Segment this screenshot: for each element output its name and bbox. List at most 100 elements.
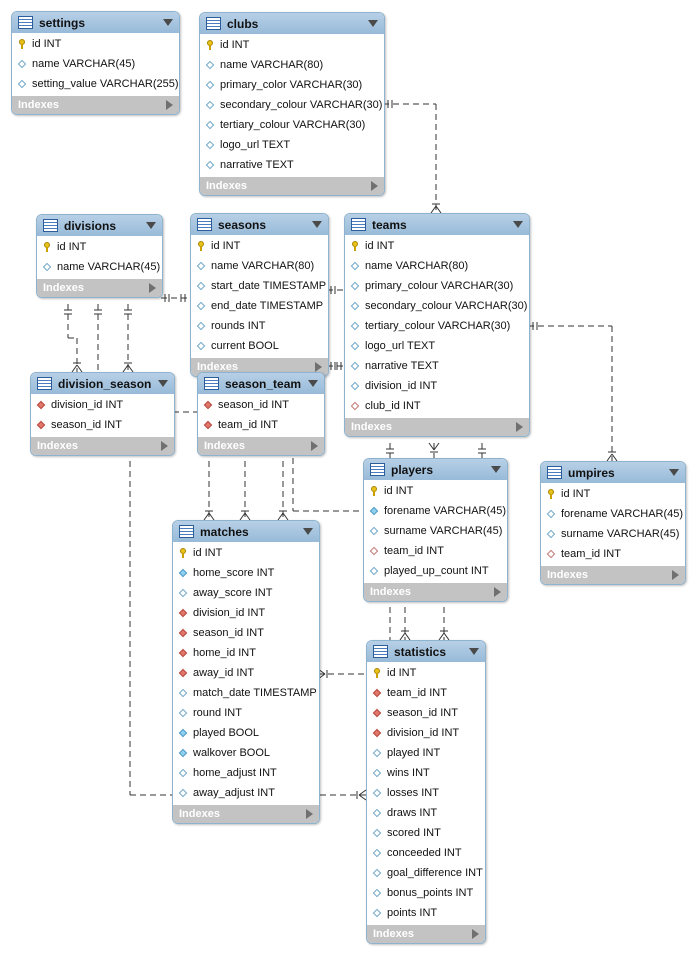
table-header[interactable]: division_season xyxy=(31,373,174,394)
table-header[interactable]: statistics xyxy=(367,641,485,662)
column-row[interactable]: forename VARCHAR(45) xyxy=(364,501,507,521)
column-row[interactable]: losses INT xyxy=(367,783,485,803)
expand-arrow-icon[interactable] xyxy=(149,283,156,293)
expand-arrow-icon[interactable] xyxy=(161,441,168,451)
column-row[interactable]: division_id INT xyxy=(31,395,174,415)
indexes-footer[interactable]: Indexes xyxy=(198,437,324,455)
column-row[interactable]: played BOOL xyxy=(173,723,319,743)
column-row[interactable]: draws INT xyxy=(367,803,485,823)
column-row[interactable]: club_id INT xyxy=(345,396,529,416)
column-row[interactable]: goal_difference INT xyxy=(367,863,485,883)
column-row[interactable]: id INT xyxy=(12,34,179,54)
expand-arrow-icon[interactable] xyxy=(516,422,523,432)
expand-arrow-icon[interactable] xyxy=(371,181,378,191)
table-header[interactable]: matches xyxy=(173,521,319,542)
column-row[interactable]: away_adjust INT xyxy=(173,783,319,803)
column-row[interactable]: end_date TIMESTAMP xyxy=(191,296,328,316)
expand-arrow-icon[interactable] xyxy=(166,100,173,110)
indexes-footer[interactable]: Indexes xyxy=(37,279,162,297)
collapse-arrow-icon[interactable] xyxy=(669,469,679,476)
column-row[interactable]: played_up_count INT xyxy=(364,561,507,581)
collapse-arrow-icon[interactable] xyxy=(312,221,322,228)
column-row[interactable]: surname VARCHAR(45) xyxy=(541,524,685,544)
column-row[interactable]: division_id INT xyxy=(345,376,529,396)
table-header[interactable]: umpires xyxy=(541,462,685,483)
column-row[interactable]: rounds INT xyxy=(191,316,328,336)
expand-arrow-icon[interactable] xyxy=(306,809,313,819)
expand-arrow-icon[interactable] xyxy=(472,929,479,939)
column-row[interactable]: id INT xyxy=(367,663,485,683)
column-row[interactable]: id INT xyxy=(345,236,529,256)
column-row[interactable]: match_date TIMESTAMP xyxy=(173,683,319,703)
table-header[interactable]: settings xyxy=(12,12,179,33)
column-row[interactable]: name VARCHAR(45) xyxy=(37,257,162,277)
indexes-footer[interactable]: Indexes xyxy=(200,177,384,195)
indexes-footer[interactable]: Indexes xyxy=(31,437,174,455)
column-row[interactable]: primary_colour VARCHAR(30) xyxy=(345,276,529,296)
column-row[interactable]: name VARCHAR(80) xyxy=(345,256,529,276)
table-header[interactable]: teams xyxy=(345,214,529,235)
column-row[interactable]: away_score INT xyxy=(173,583,319,603)
indexes-footer[interactable]: Indexes xyxy=(173,805,319,823)
column-row[interactable]: away_id INT xyxy=(173,663,319,683)
column-row[interactable]: logo_url TEXT xyxy=(345,336,529,356)
column-row[interactable]: setting_value VARCHAR(255) xyxy=(12,74,179,94)
column-row[interactable]: name VARCHAR(80) xyxy=(200,55,384,75)
indexes-footer[interactable]: Indexes xyxy=(367,925,485,943)
column-row[interactable]: season_id INT xyxy=(173,623,319,643)
column-row[interactable]: id INT xyxy=(364,481,507,501)
expand-arrow-icon[interactable] xyxy=(494,587,501,597)
indexes-footer[interactable]: Indexes xyxy=(364,583,507,601)
column-row[interactable]: points INT xyxy=(367,903,485,923)
column-row[interactable]: round INT xyxy=(173,703,319,723)
collapse-arrow-icon[interactable] xyxy=(163,19,173,26)
indexes-footer[interactable]: Indexes xyxy=(541,566,685,584)
column-row[interactable]: id INT xyxy=(191,236,328,256)
column-row[interactable]: secondary_colour VARCHAR(30) xyxy=(200,95,384,115)
column-row[interactable]: team_id INT xyxy=(198,415,324,435)
collapse-arrow-icon[interactable] xyxy=(308,380,318,387)
column-row[interactable]: current BOOL xyxy=(191,336,328,356)
table-header[interactable]: divisions xyxy=(37,215,162,236)
table-header[interactable]: season_team xyxy=(198,373,324,394)
column-row[interactable]: division_id INT xyxy=(367,723,485,743)
column-row[interactable]: bonus_points INT xyxy=(367,883,485,903)
column-row[interactable]: played INT xyxy=(367,743,485,763)
column-row[interactable]: division_id INT xyxy=(173,603,319,623)
collapse-arrow-icon[interactable] xyxy=(469,648,479,655)
column-row[interactable]: narrative TEXT xyxy=(345,356,529,376)
indexes-footer[interactable]: Indexes xyxy=(12,96,179,114)
column-row[interactable]: id INT xyxy=(541,484,685,504)
column-row[interactable]: narrative TEXT xyxy=(200,155,384,175)
collapse-arrow-icon[interactable] xyxy=(368,20,378,27)
table-header[interactable]: seasons xyxy=(191,214,328,235)
table-header[interactable]: clubs xyxy=(200,13,384,34)
indexes-footer[interactable]: Indexes xyxy=(191,358,328,376)
column-row[interactable]: home_id INT xyxy=(173,643,319,663)
column-row[interactable]: primary_color VARCHAR(30) xyxy=(200,75,384,95)
column-row[interactable]: walkover BOOL xyxy=(173,743,319,763)
indexes-footer[interactable]: Indexes xyxy=(345,418,529,436)
expand-arrow-icon[interactable] xyxy=(672,570,679,580)
column-row[interactable]: secondary_colour VARCHAR(30) xyxy=(345,296,529,316)
column-row[interactable]: forename VARCHAR(45) xyxy=(541,504,685,524)
column-row[interactable]: tertiary_colour VARCHAR(30) xyxy=(345,316,529,336)
expand-arrow-icon[interactable] xyxy=(315,362,322,372)
column-row[interactable]: home_adjust INT xyxy=(173,763,319,783)
column-row[interactable]: scored INT xyxy=(367,823,485,843)
column-row[interactable]: id INT xyxy=(173,543,319,563)
expand-arrow-icon[interactable] xyxy=(311,441,318,451)
table-header[interactable]: players xyxy=(364,459,507,480)
column-row[interactable]: team_id INT xyxy=(541,544,685,564)
column-row[interactable]: season_id INT xyxy=(198,395,324,415)
